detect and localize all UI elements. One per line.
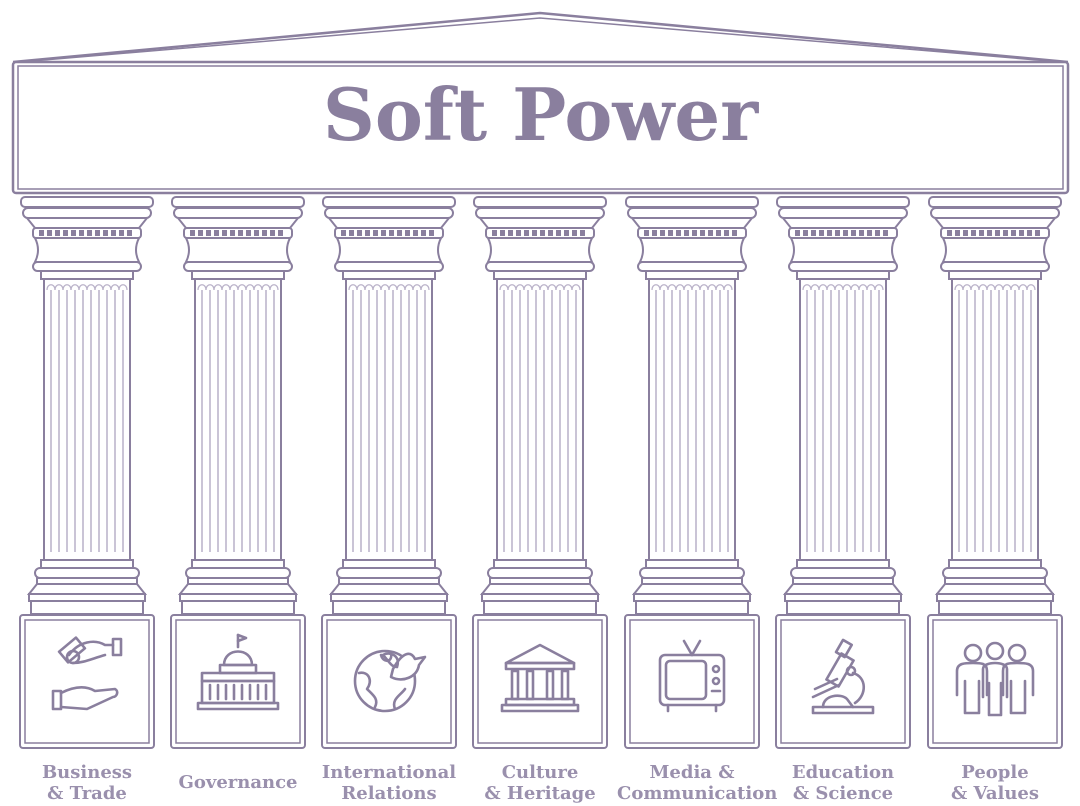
pillar-label-line: Education bbox=[791, 762, 895, 783]
pillar-label-line: Business bbox=[41, 762, 133, 783]
column-shaft bbox=[345, 278, 433, 561]
pillar-label-line: & Science bbox=[792, 783, 894, 804]
column-base bbox=[26, 559, 148, 615]
column-pedestal bbox=[19, 614, 155, 749]
column-capital bbox=[625, 196, 759, 280]
pillar-label-line: Media & bbox=[649, 762, 735, 783]
pillar-label-line: People bbox=[961, 762, 1029, 783]
column-pedestal bbox=[624, 614, 760, 749]
column-base bbox=[328, 559, 450, 615]
column-shaft bbox=[496, 278, 584, 561]
pillar-column bbox=[170, 196, 306, 749]
column-base bbox=[782, 559, 904, 615]
pillar-column bbox=[927, 196, 1063, 749]
column-shaft bbox=[951, 278, 1039, 561]
column-pedestal bbox=[927, 614, 1063, 749]
column-capital bbox=[322, 196, 456, 280]
pillar-label: Education& Science bbox=[768, 762, 918, 804]
column-pedestal bbox=[170, 614, 306, 749]
column-capital bbox=[20, 196, 154, 280]
pillar-label: Media &Communication bbox=[617, 762, 778, 804]
pillar-column bbox=[624, 196, 760, 749]
museum-icon bbox=[500, 643, 580, 713]
pediment bbox=[11, 11, 1070, 195]
column-pedestal bbox=[321, 614, 457, 749]
column-base bbox=[479, 559, 601, 615]
handshake-money-icon bbox=[51, 636, 123, 711]
column-capital bbox=[928, 196, 1062, 280]
column-capital bbox=[776, 196, 910, 280]
pillar-column bbox=[321, 196, 457, 749]
television-icon bbox=[658, 639, 726, 713]
column-shaft bbox=[43, 278, 131, 561]
pillar-column bbox=[472, 196, 608, 749]
globe-dove-icon bbox=[353, 649, 427, 713]
pillar-label-line: & Trade bbox=[47, 783, 127, 804]
pillar-label-line: & Values bbox=[950, 783, 1039, 804]
pillar-label-line: Relations bbox=[341, 783, 437, 804]
page-title: Soft Power bbox=[322, 72, 759, 157]
column-base bbox=[631, 559, 753, 615]
column-pedestal bbox=[472, 614, 608, 749]
column-capital bbox=[473, 196, 607, 280]
pillar-label: Culture& Heritage bbox=[465, 762, 615, 804]
column-base bbox=[177, 559, 299, 615]
pillar-label-line: Culture bbox=[501, 762, 579, 783]
column-shaft bbox=[799, 278, 887, 561]
pillar-column bbox=[19, 196, 155, 749]
pillar-label-line: Governance bbox=[178, 772, 298, 793]
pillar-label-line: International bbox=[321, 762, 457, 783]
pillar-label: Business& Trade bbox=[12, 762, 162, 804]
column-base bbox=[934, 559, 1056, 615]
pillar-column bbox=[775, 196, 911, 749]
pillar-label-line: & Heritage bbox=[484, 783, 596, 804]
capitol-building-icon bbox=[196, 633, 280, 711]
microscope-icon bbox=[811, 638, 875, 715]
column-pedestal bbox=[775, 614, 911, 749]
column-shaft bbox=[194, 278, 282, 561]
column-shaft bbox=[648, 278, 736, 561]
pillar-label-line: Communication bbox=[617, 783, 778, 804]
pillar-label: Governance bbox=[163, 772, 313, 793]
pillar-label: People& Values bbox=[920, 762, 1070, 804]
people-group-icon bbox=[955, 641, 1035, 717]
column-capital bbox=[171, 196, 305, 280]
